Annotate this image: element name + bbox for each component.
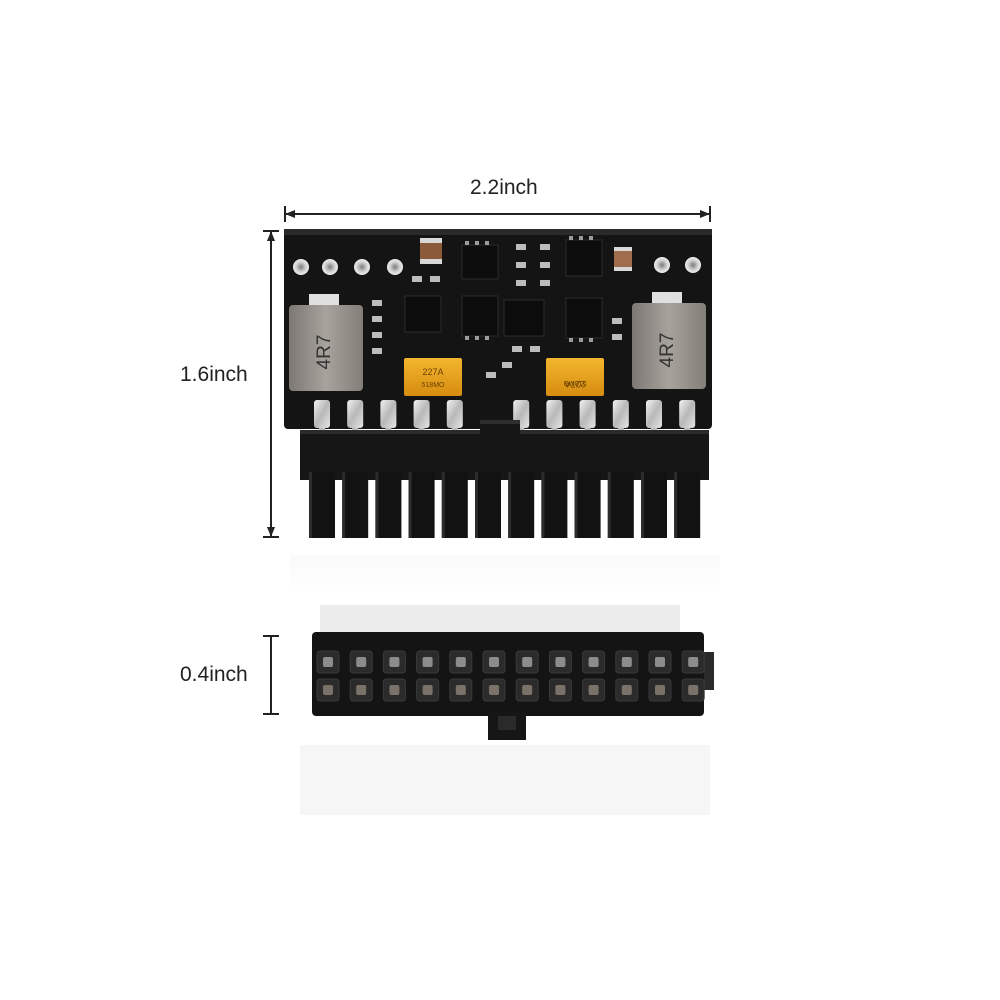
capacitor-left-marking: 227A (422, 367, 443, 377)
capacitor-right-marking: 227A (564, 379, 585, 389)
solder-joint (679, 400, 696, 428)
pin-contact (422, 657, 433, 667)
connector-legs (309, 472, 701, 538)
solder-joint (546, 400, 563, 428)
pin-contact (588, 685, 599, 695)
connector-leg (309, 472, 335, 538)
connector-face-background (300, 605, 710, 815)
pin-contact (621, 685, 632, 695)
connector-leg-edge (342, 472, 346, 538)
solder-joint (646, 400, 662, 428)
inductor-left: 4R7 (289, 294, 363, 391)
capacitor-left: 227A 518MO (404, 358, 462, 396)
inductor-right: 4R7 (632, 292, 706, 389)
connector-leg-edge (375, 472, 379, 538)
connector-leg (441, 472, 468, 538)
ic-pins (465, 236, 593, 342)
pin-contact (555, 657, 566, 667)
pin-contact (389, 657, 400, 667)
solder-joint (579, 400, 596, 428)
pin-contact (323, 657, 333, 667)
pin-contact (489, 685, 499, 695)
inductor-right-marking: 4R7 (657, 333, 678, 368)
reflection (290, 555, 720, 595)
pin-contact (422, 685, 433, 695)
pin-contact (688, 685, 699, 695)
pin-contact (489, 657, 499, 667)
depth-dimension-line (263, 635, 279, 715)
connector-leg (674, 472, 701, 538)
connector-leg (408, 472, 435, 538)
atx-connector-side (300, 420, 709, 480)
pin-contact (588, 657, 599, 667)
pin-contact (555, 685, 566, 695)
pin-contact (356, 657, 367, 667)
smd-capacitors (420, 238, 632, 271)
width-dimension-line (284, 206, 711, 222)
height-dimension-label: 1.6inch (180, 363, 248, 386)
connector-leg-edge (408, 472, 412, 538)
solder-joint (446, 400, 463, 428)
pin-contact (621, 657, 632, 667)
pin-contact (522, 685, 533, 695)
pin-contact (323, 685, 333, 695)
connector-leg (607, 472, 634, 538)
capacitor-right-code: 518MO (563, 379, 587, 386)
solder-joint (347, 400, 364, 428)
connector-leg-edge (641, 472, 644, 538)
connector-leg (641, 472, 667, 538)
solder-joint (380, 400, 397, 428)
solder-joint (612, 400, 629, 428)
capacitor-right: 227A 518MO (546, 358, 604, 396)
width-dimension-label: 2.2inch (470, 176, 538, 199)
solder-joint (413, 400, 430, 428)
connector-leg-edge (508, 472, 512, 538)
connector-leg (342, 472, 369, 538)
connector-pin-grid (316, 650, 705, 702)
connector-leg (574, 472, 601, 538)
mounting-holes (293, 257, 701, 275)
height-dimension-line (263, 230, 279, 538)
capacitor-left-code: 518MO (422, 382, 446, 389)
inductor-left-marking: 4R7 (314, 335, 335, 370)
smd-resistors (372, 244, 622, 378)
ic-chips (404, 239, 603, 339)
connector-leg-edge (309, 472, 312, 538)
pin-contact (455, 657, 466, 667)
connector-leg-edge (541, 472, 545, 538)
connector-leg-edge (574, 472, 578, 538)
connector-leg-edge (441, 472, 445, 538)
solder-joint (314, 400, 330, 428)
pin-contact (522, 657, 533, 667)
connector-leg (375, 472, 402, 538)
pin-contact (455, 685, 466, 695)
pin-contact (389, 685, 400, 695)
pin-contact (356, 685, 367, 695)
connector-leg-edge (607, 472, 611, 538)
connector-leg (475, 472, 501, 538)
pin-contact (688, 657, 699, 667)
atx-connector-face (312, 632, 714, 740)
connector-leg-edge (475, 472, 478, 538)
connector-leg (541, 472, 568, 538)
connector-leg (508, 472, 535, 538)
pin-contact (655, 685, 665, 695)
connector-leg-edge (674, 472, 678, 538)
pin-contact (655, 657, 665, 667)
depth-dimension-label: 0.4inch (180, 663, 248, 686)
